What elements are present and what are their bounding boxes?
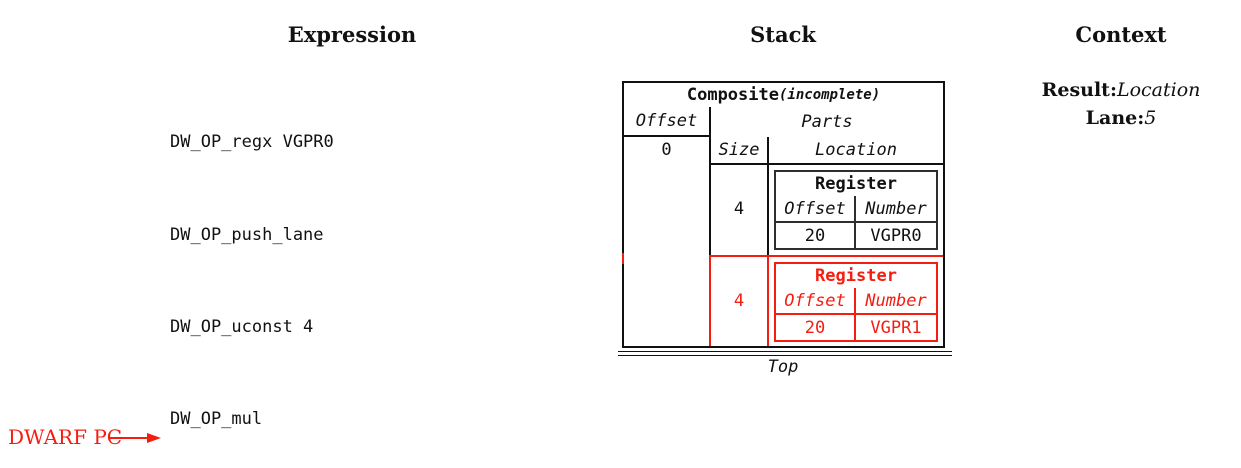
register-header-underline [776, 221, 936, 223]
expression-opcode: DW_OP_regx VGPR0 [170, 132, 334, 153]
register-number-value: VGPR1 [870, 317, 922, 338]
register-number-header: Number [865, 198, 927, 219]
context-lane-label: Lane: [1085, 107, 1145, 129]
part-size-cell: 4 [733, 199, 745, 219]
register-offset-value: 20 [804, 317, 826, 338]
offset-value-cell: 0 [661, 140, 672, 160]
register-title: Register [815, 266, 897, 286]
location-column-header: Location [815, 140, 897, 160]
register-number-header: Number [865, 290, 927, 311]
size-column-header: Size [718, 140, 760, 160]
highlight-row-top-border [709, 255, 943, 257]
expression-opcode: DW_OP_mul [170, 408, 263, 429]
register-offset-header: Offset [784, 290, 846, 311]
size-location-separator-highlight [767, 255, 769, 346]
dwarf-pc-label: DWARF PC [8, 425, 123, 449]
composite-title-row: Composite(incomplete) [624, 83, 943, 107]
expression-opcode: DW_OP_push_lane [170, 224, 324, 245]
context-lane-line: Lane:5 [1011, 104, 1231, 132]
composite-title: Composite [686, 85, 779, 105]
context-column-title: Context [1075, 22, 1167, 47]
register-location-table: Register Offset Number 20 VGPR0 [774, 170, 938, 250]
stack-composite-table: Composite(incomplete) Offset 0 Parts Siz… [622, 81, 945, 348]
part-size-cell: 4 [733, 290, 745, 311]
parts-column-header: Parts [801, 112, 853, 132]
context-result-value: Location [1116, 79, 1201, 101]
stack-base-line-lower [618, 355, 952, 356]
offset-parts-separator [709, 107, 711, 255]
offset-column-header: Offset [635, 111, 698, 131]
register-location-table-highlighted: Register Offset Number 20 VGPR1 [774, 262, 938, 342]
expression-column-title: Expression [287, 22, 417, 47]
stack-base-line-upper [618, 351, 952, 352]
expression-opcode-list: DW_OP_regx VGPR0 DW_OP_push_lane DW_OP_u… [170, 66, 334, 468]
offset-header-underline [624, 135, 711, 137]
parts-header-underline [711, 163, 943, 165]
offset-parts-separator-highlight [709, 255, 711, 346]
context-lane-value: 5 [1144, 107, 1157, 129]
register-header-underline [776, 313, 936, 315]
expression-opcode: DW_OP_uconst 4 [170, 316, 314, 337]
composite-qualifier: (incomplete) [778, 87, 881, 103]
register-number-value: VGPR0 [870, 225, 922, 246]
register-offset-header: Offset [784, 198, 846, 219]
context-result-label: Result: [1041, 79, 1117, 101]
register-title: Register [815, 174, 897, 194]
dwarf-pc-arrow-icon [108, 433, 161, 443]
context-panel: Result:Location Lane:5 [1011, 76, 1231, 132]
context-result-line: Result:Location [1011, 76, 1231, 104]
register-offset-value: 20 [804, 225, 826, 246]
stack-top-label: Top [767, 357, 799, 377]
size-location-separator [767, 137, 769, 255]
stack-column-title: Stack [750, 22, 816, 47]
highlight-left-border-tick [622, 253, 624, 264]
